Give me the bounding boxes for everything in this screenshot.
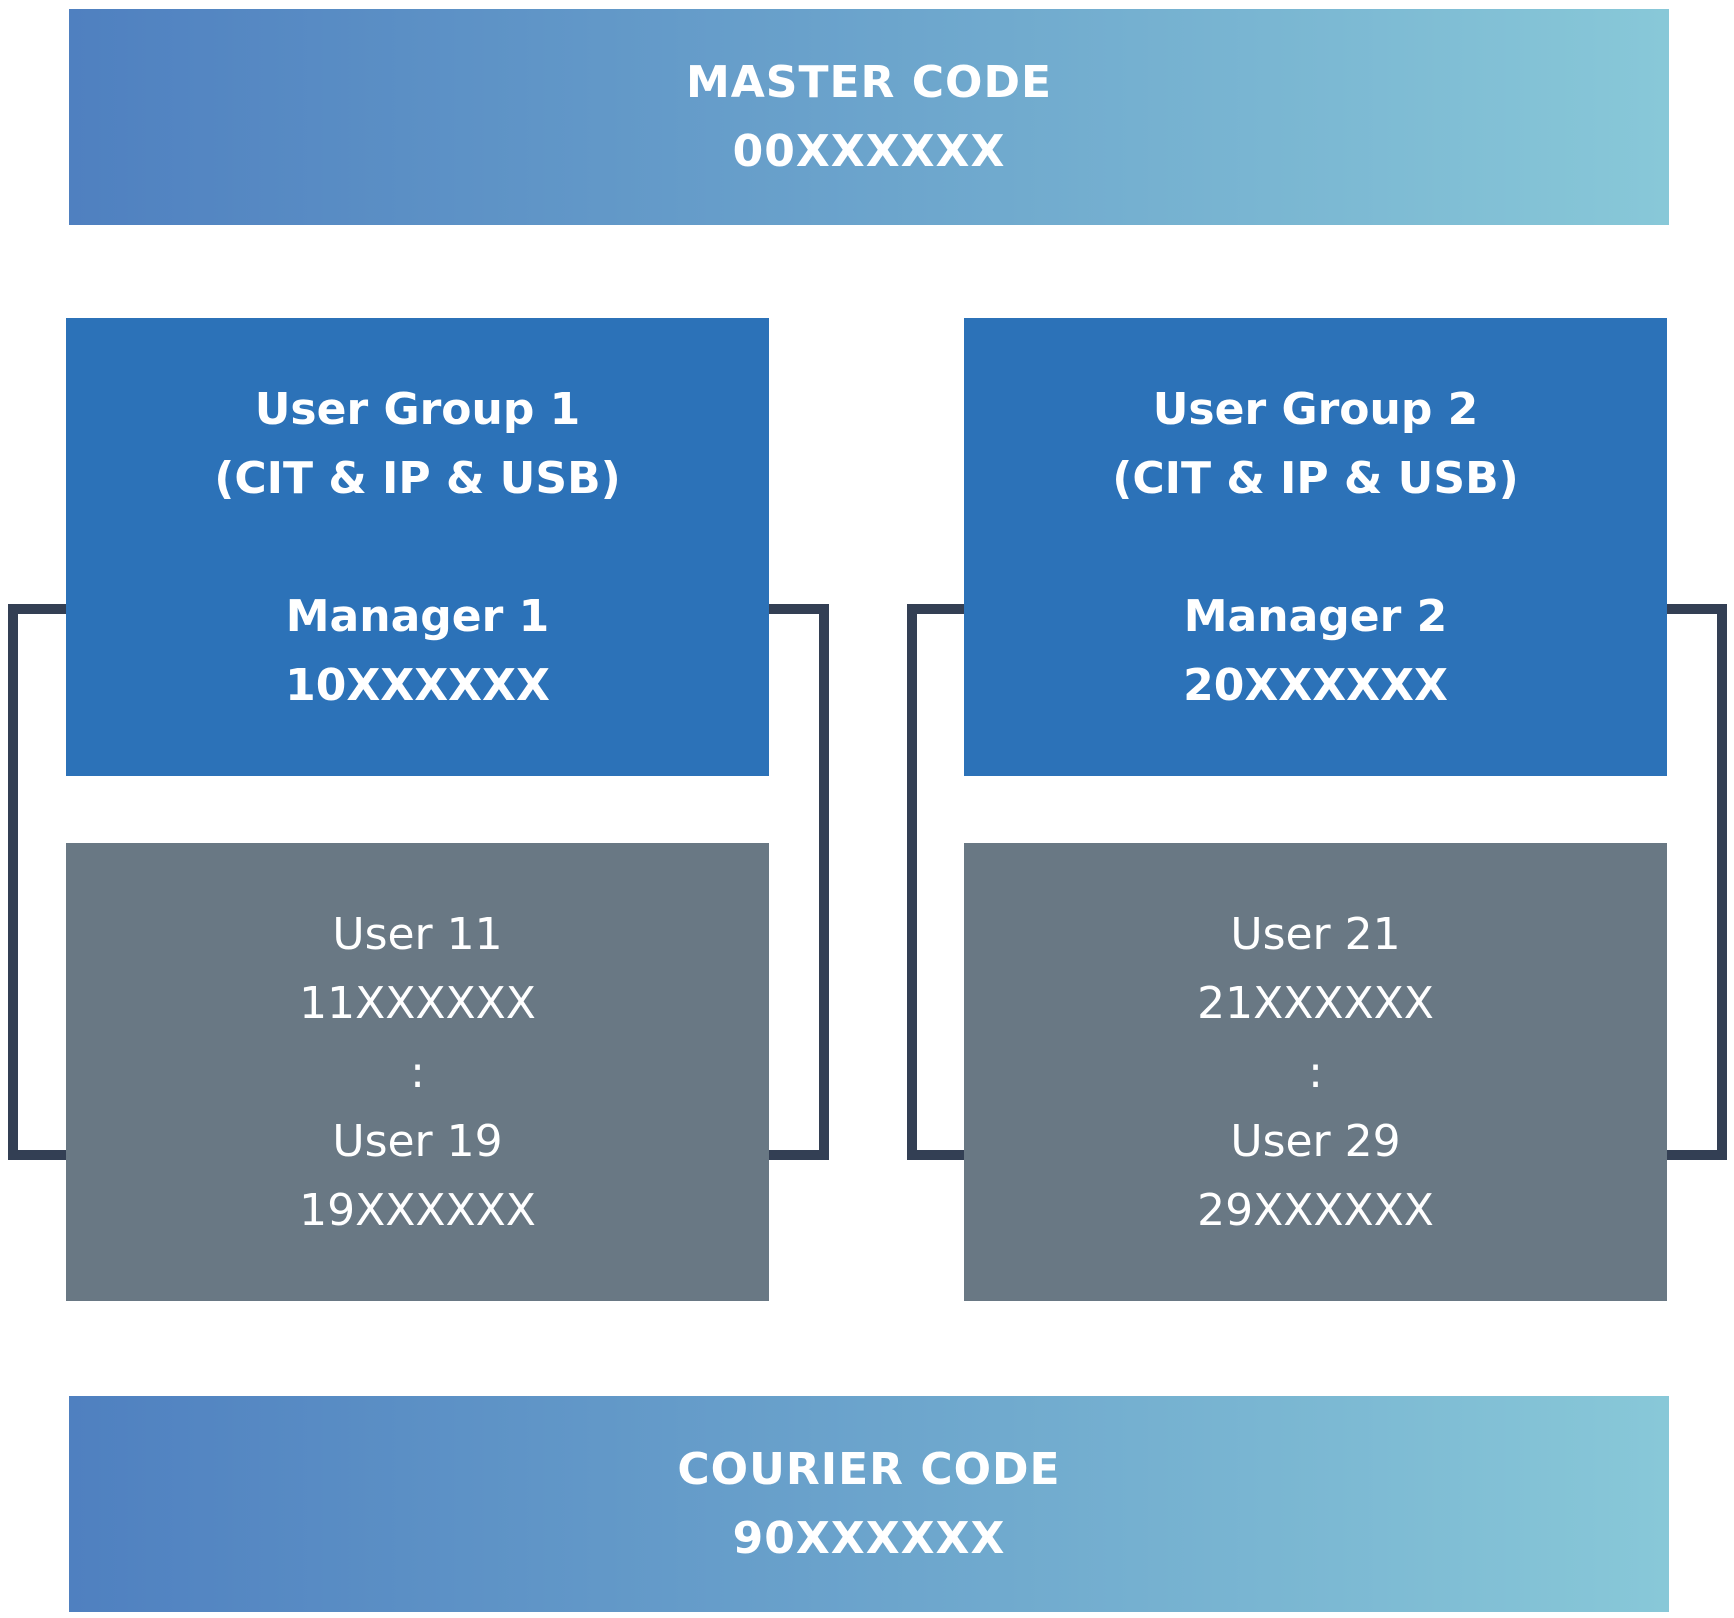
user-group-1-manager-box: User Group 1 (CIT & IP & USB) Manager 1 … bbox=[66, 318, 769, 776]
group-1-left-bracket bbox=[8, 604, 72, 1160]
master-code-band: MASTER CODE 00XXXXXX bbox=[69, 9, 1669, 225]
user-group-2-title: User Group 2 bbox=[1152, 383, 1479, 435]
user-11-label: User 11 bbox=[332, 908, 503, 960]
manager-2-code: 20XXXXXX bbox=[1183, 659, 1448, 711]
user-group-1-title: User Group 1 bbox=[254, 383, 581, 435]
courier-code-value: 90XXXXXX bbox=[732, 1513, 1006, 1564]
user-21-code: 21XXXXXX bbox=[1197, 977, 1434, 1029]
user-group-2-subtitle: (CIT & IP & USB) bbox=[1112, 452, 1519, 504]
group-2-right-bracket bbox=[1661, 604, 1727, 1160]
manager-1-code: 10XXXXXX bbox=[285, 659, 550, 711]
user-range-ellipsis: : bbox=[410, 1046, 425, 1098]
user-21-label: User 21 bbox=[1230, 908, 1401, 960]
user-29-label: User 29 bbox=[1230, 1115, 1401, 1167]
group-2-left-bracket bbox=[907, 604, 971, 1160]
user-range-ellipsis: : bbox=[1308, 1046, 1323, 1098]
courier-code-band: COURIER CODE 90XXXXXX bbox=[69, 1396, 1669, 1612]
courier-code-title: COURIER CODE bbox=[677, 1444, 1061, 1495]
user-group-2-users-box: User 21 21XXXXXX : User 29 29XXXXXX bbox=[964, 843, 1667, 1301]
user-group-1-subtitle: (CIT & IP & USB) bbox=[214, 452, 621, 504]
manager-2-label: Manager 2 bbox=[1183, 590, 1448, 642]
user-group-1-users-box: User 11 11XXXXXX : User 19 19XXXXXX bbox=[66, 843, 769, 1301]
master-code-title: MASTER CODE bbox=[685, 57, 1053, 108]
user-group-2-manager-box: User Group 2 (CIT & IP & USB) Manager 2 … bbox=[964, 318, 1667, 776]
manager-1-label: Manager 1 bbox=[285, 590, 550, 642]
user-29-code: 29XXXXXX bbox=[1197, 1184, 1434, 1236]
user-19-label: User 19 bbox=[332, 1115, 503, 1167]
user-11-code: 11XXXXXX bbox=[299, 977, 536, 1029]
master-code-value: 00XXXXXX bbox=[732, 126, 1006, 177]
group-1-right-bracket bbox=[763, 604, 829, 1160]
user-19-code: 19XXXXXX bbox=[299, 1184, 536, 1236]
